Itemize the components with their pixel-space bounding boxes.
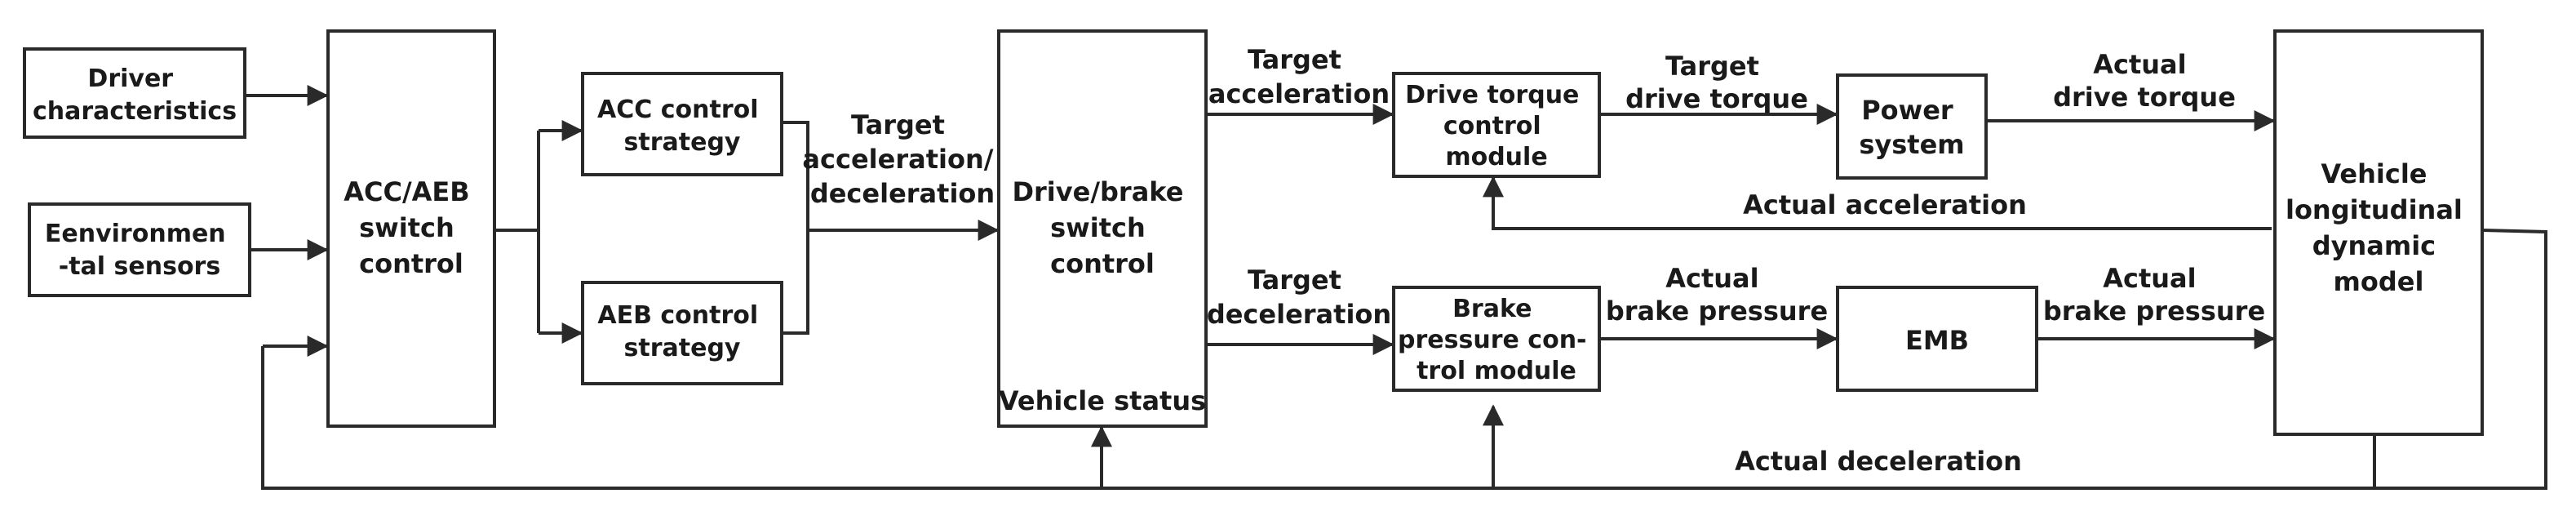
actual-acceleration-label: Actual acceleration: [1743, 189, 2027, 220]
acc-aeb-switch-box: [326, 29, 496, 428]
arrow-actual-acceleration: [1483, 176, 2272, 230]
driver-characteristics-text: Driver characteristics: [33, 64, 237, 126]
actual-brake-pressure-label-1: Actual brake pressure: [1606, 263, 1828, 327]
emb-text: EMB: [1905, 325, 1969, 356]
blocks: [23, 29, 2484, 436]
power-system-box: [1836, 73, 1988, 180]
brake-pressure-module-box: [1392, 286, 1601, 392]
wire-outer-feedback: [261, 229, 2547, 490]
wire-strategies-merge: [782, 121, 809, 335]
aeb-strategy-text: AEB control strategy: [597, 301, 766, 362]
emb-box: [1836, 286, 2038, 392]
acc-strategy-box: [581, 72, 783, 176]
drive-torque-module-text: Drive torque control module: [1405, 81, 1588, 171]
aeb-strategy-box: [581, 281, 783, 385]
vehicle-model-text: Vehicle longitudinal dynamic model: [2286, 158, 2472, 297]
target-acceleration-label: Target acceleration: [1208, 44, 1390, 109]
connectors: [245, 85, 2547, 490]
acc-strategy-text: ACC control strategy: [597, 96, 767, 157]
target-drive-torque-label: Target drive torque: [1625, 51, 1808, 114]
target-deceleration-label: Target deceleration: [1207, 264, 1391, 330]
driver-characteristics-box: [23, 47, 246, 139]
actual-drive-torque-label: Actual drive torque: [2053, 49, 2236, 113]
environmental-sensors-box: [28, 202, 251, 297]
vehicle-status-text: Vehicle status: [999, 385, 1206, 416]
vehicle-model-box: [2273, 29, 2484, 436]
block-labels: Driver characteristics Eenvironmen -tal …: [33, 64, 2472, 416]
drive-brake-switch-text: Drive/brake switch control: [1012, 176, 1192, 279]
actual-deceleration-label: Actual deceleration: [1735, 446, 2022, 477]
drive-torque-module-box: [1392, 72, 1601, 178]
signal-labels: Target acceleration/ deceleration Target…: [802, 44, 2265, 477]
drive-brake-switch-box: [997, 29, 1208, 428]
acc-aeb-switch-text: ACC/AEB switch control: [344, 176, 479, 279]
brake-pressure-module-text: Brake pressure con- trol module: [1398, 295, 1595, 385]
actual-brake-pressure-label-2: Actual brake pressure: [2043, 263, 2265, 327]
environmental-sensors-text: Eenvironmen -tal sensors: [45, 220, 234, 281]
power-system-text: Power system: [1859, 95, 1964, 160]
target-accel-decel-label: Target acceleration/ deceleration: [802, 109, 1002, 209]
